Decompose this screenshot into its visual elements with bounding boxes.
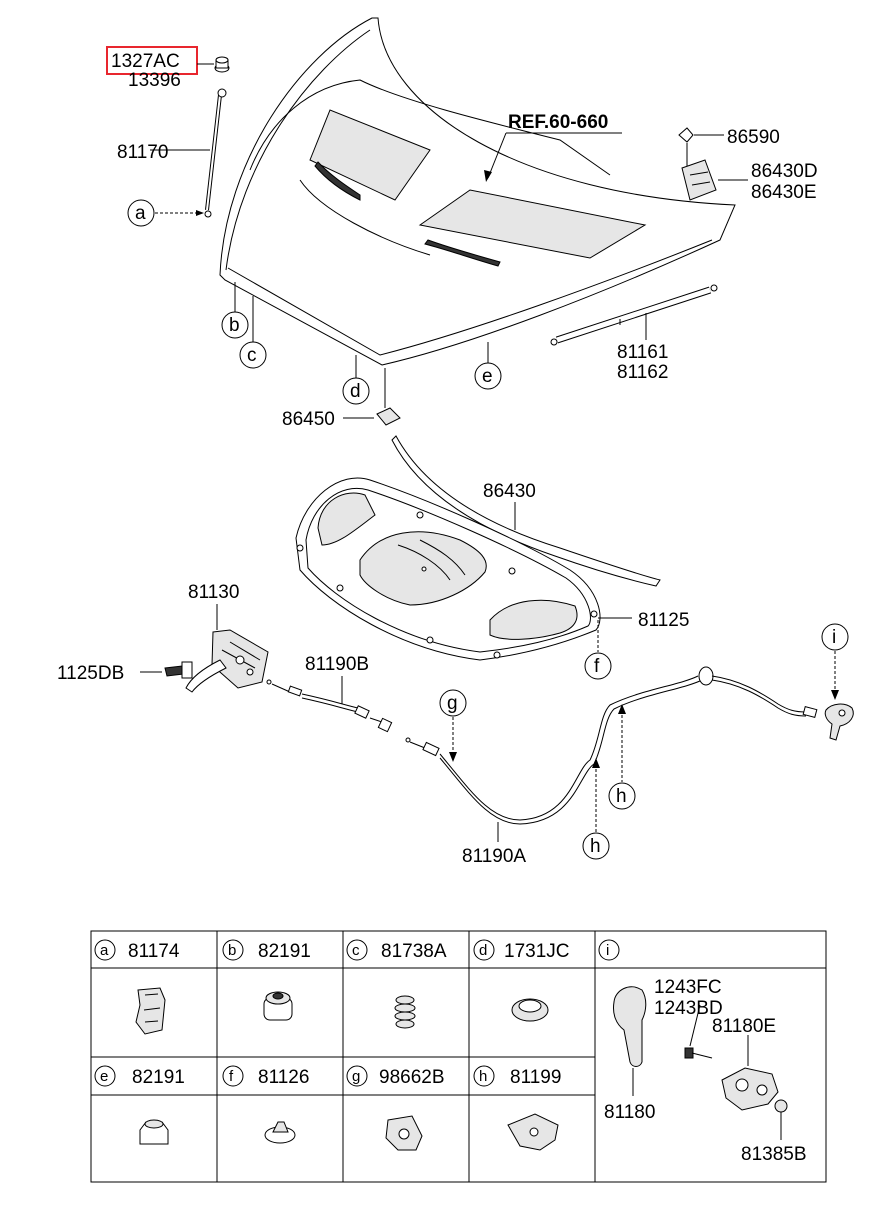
svg-text:d: d — [350, 381, 361, 402]
release-handle-81180-drawing — [613, 986, 647, 1096]
ref-label: REF.60-660 — [508, 112, 608, 133]
svg-text:i: i — [832, 627, 836, 648]
svg-text:f: f — [594, 656, 600, 677]
label-13396: 13396 — [128, 70, 181, 91]
hood-bumper-bracket — [678, 127, 748, 201]
svg-text:a: a — [100, 942, 109, 959]
callout-a: a — [127, 199, 155, 227]
svg-text:f: f — [229, 1068, 234, 1085]
hood-latch — [140, 604, 269, 693]
svg-text:98662B: 98662B — [379, 1067, 445, 1088]
grommet-1731JC-drawing — [511, 998, 549, 1022]
svg-text:h: h — [479, 1068, 487, 1085]
svg-text:c: c — [247, 345, 257, 366]
bumper-82191-e-drawing — [139, 1119, 169, 1145]
label-81385B: 81385B — [741, 1144, 807, 1165]
label-86430D: 86430D — [751, 161, 818, 182]
svg-text:g: g — [352, 1068, 360, 1085]
table-cell-a: a 81174 — [94, 939, 180, 962]
bolt-1243-drawing — [684, 1004, 713, 1059]
table-cell-c: c 81738A — [346, 939, 447, 962]
label-81161: 81161 — [617, 342, 668, 363]
svg-text:1731JC: 1731JC — [504, 941, 570, 962]
table-cell-f: f 81126 — [222, 1065, 309, 1088]
ref-arrow — [484, 132, 507, 182]
svg-text:81199: 81199 — [510, 1067, 561, 1088]
svg-text:81174: 81174 — [128, 941, 180, 962]
label-86590: 86590 — [727, 127, 780, 148]
callout-h-upper: h — [608, 782, 636, 810]
highlight-box — [106, 46, 198, 75]
label-81180: 81180 — [604, 1102, 655, 1123]
table-cell-h: h 81199 — [473, 1065, 561, 1088]
release-cable-a — [405, 651, 839, 842]
label-1243BD: 1243BD — [654, 998, 723, 1019]
callout-i: i — [821, 623, 849, 651]
table-cell-e: e 82191 — [94, 1065, 185, 1088]
callout-e: e — [474, 362, 502, 390]
hood-weatherstrip — [391, 435, 661, 587]
svg-text:81738A: 81738A — [381, 941, 447, 962]
table-cell-i: i — [598, 939, 620, 961]
callout-f: f — [584, 652, 612, 680]
callout-c: c — [239, 341, 267, 369]
svg-text:g: g — [447, 693, 458, 714]
label-1243FC: 1243FC — [654, 977, 722, 998]
svg-text:a: a — [135, 203, 146, 224]
table-cell-g: g 98662B — [346, 1065, 445, 1088]
svg-text:b: b — [228, 942, 236, 959]
label-81125: 81125 — [638, 610, 689, 631]
label-86430: 86430 — [483, 481, 536, 502]
label-81180E: 81180E — [712, 1016, 776, 1037]
bumper-82191-drawing — [263, 991, 293, 1021]
clip-81174-drawing — [135, 987, 166, 1035]
svg-text:d: d — [479, 942, 487, 959]
svg-text:e: e — [100, 1068, 108, 1085]
table-cell-b: b 82191 — [222, 939, 311, 962]
hood-panel — [219, 17, 736, 378]
release-lever — [824, 703, 854, 741]
parts-table: a 81174 b 82191 c 81738A d 1731JC i e 82… — [90, 930, 827, 1183]
svg-text:b: b — [229, 315, 240, 336]
svg-text:82191: 82191 — [258, 941, 311, 962]
table-cell-d: d 1731JC — [473, 939, 570, 962]
release-cable-b — [266, 676, 393, 733]
bumper-81738A-drawing — [394, 995, 416, 1029]
label-81162: 81162 — [617, 362, 668, 383]
label-1327AC: 1327AC — [111, 51, 180, 72]
gas-lifter — [550, 284, 718, 346]
hood-stay-rod — [150, 56, 230, 218]
label-86430E: 86430E — [751, 182, 817, 203]
label-81190B: 81190B — [305, 654, 369, 675]
hood-bumper — [343, 368, 401, 426]
svg-text:81126: 81126 — [258, 1067, 309, 1088]
label-86450: 86450 — [282, 409, 335, 430]
bumper-81126-drawing — [264, 1121, 296, 1144]
clip-98662B-drawing — [385, 1115, 423, 1151]
callout-d: d — [342, 377, 370, 405]
label-81190A: 81190A — [462, 846, 526, 867]
callout-g: g — [439, 689, 467, 717]
label-81130: 81130 — [188, 582, 239, 603]
lever-bracket-81180E-drawing — [721, 1035, 779, 1111]
svg-text:h: h — [616, 786, 627, 807]
callout-b: b — [221, 311, 249, 339]
hood-insulator-pad — [295, 477, 632, 661]
clip-81199-drawing — [507, 1113, 559, 1151]
label-81170: 81170 — [117, 142, 168, 163]
callout-h-lower: h — [582, 832, 610, 860]
label-1125DB: 1125DB — [57, 663, 124, 684]
svg-text:h: h — [590, 836, 601, 857]
svg-text:e: e — [482, 366, 493, 387]
nut-81385B-drawing — [774, 1099, 788, 1140]
svg-text:c: c — [352, 942, 360, 959]
svg-text:82191: 82191 — [132, 1067, 185, 1088]
svg-text:i: i — [606, 942, 609, 959]
